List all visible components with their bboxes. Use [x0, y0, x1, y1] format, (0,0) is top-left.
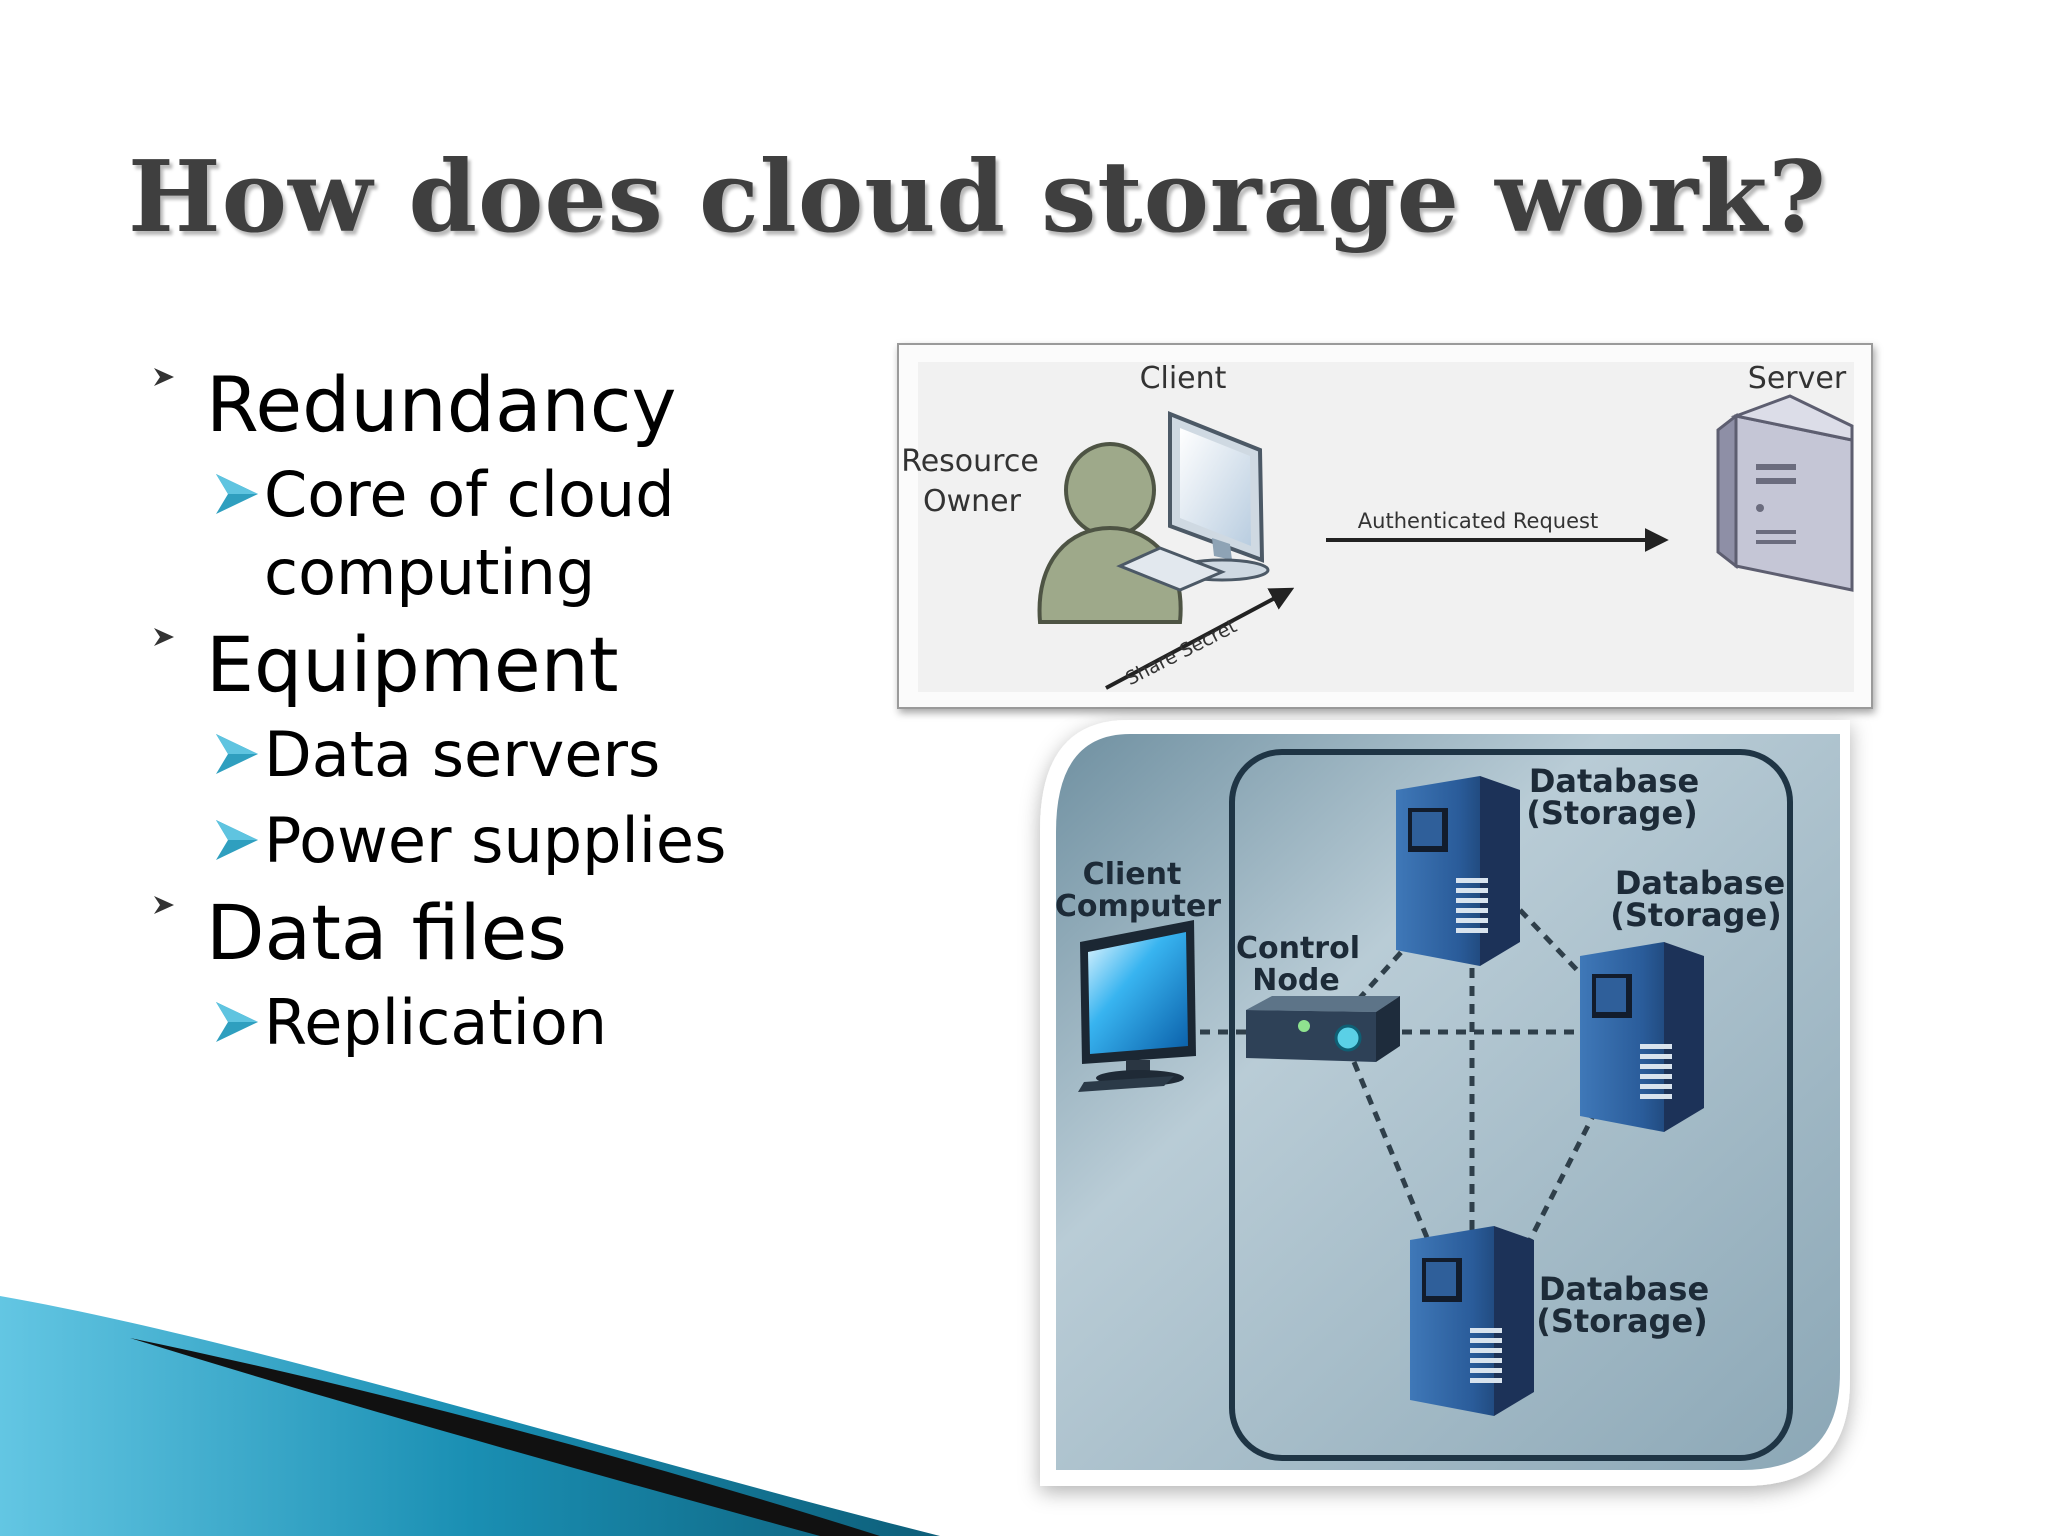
- client-computer-icon: [1078, 920, 1196, 1092]
- sub-bullet-label: Data servers: [264, 718, 661, 791]
- chevron-right-icon: [154, 896, 174, 914]
- arrow-right-icon: [216, 734, 258, 774]
- sub-bullet-item: Data servers: [150, 716, 850, 794]
- control-node-icon: [1246, 996, 1400, 1062]
- sub-bullet-label: Power supplies: [264, 804, 727, 877]
- figure-inner: [918, 362, 1854, 692]
- database-server-icon: [1580, 942, 1704, 1132]
- bullet-label: Data files: [206, 888, 567, 977]
- sub-bullet-label: Replication: [264, 986, 608, 1059]
- sub-bullet-item: Core of cloud computing: [150, 456, 850, 612]
- arrow-right-icon: [216, 474, 258, 514]
- arrow-right-icon: [216, 1002, 258, 1042]
- sub-bullet-item: Power supplies: [150, 802, 850, 880]
- database-storage-label: (Storage): [1536, 1302, 1708, 1340]
- resource-owner-label: Resource: [901, 444, 1039, 479]
- storage-cluster-frame: [1229, 749, 1793, 1461]
- person-icon: [1037, 442, 1183, 624]
- bullet-label: Redundancy: [206, 360, 677, 449]
- page-title: How does cloud storage work?: [128, 140, 1827, 255]
- bullet-label: Equipment: [206, 620, 619, 709]
- sub-bullet-label: Core of cloud computing: [264, 458, 675, 609]
- chevron-right-icon: [154, 368, 174, 386]
- control-node-label-2: Node: [1252, 963, 1340, 998]
- database-label: Database: [1529, 762, 1699, 800]
- database-storage-label: (Storage): [1610, 896, 1782, 934]
- client-computer-label-2: Computer: [1055, 889, 1221, 924]
- request-label: Authenticated Request: [1358, 509, 1598, 533]
- chevron-right-icon: [154, 628, 174, 646]
- control-node-label: Control: [1236, 931, 1360, 966]
- bullet-item: Equipment: [150, 620, 850, 710]
- database-label: Database: [1539, 1270, 1709, 1308]
- database-storage-label: (Storage): [1526, 794, 1698, 832]
- bullet-item: Data files: [150, 888, 850, 978]
- client-computer-icon: [1116, 411, 1270, 592]
- server-label: Server: [1748, 361, 1847, 396]
- sub-bullet-item: Replication: [150, 984, 850, 1062]
- client-computer-label: Client: [1083, 857, 1182, 892]
- bullet-item: Redundancy: [150, 360, 850, 450]
- bullet-list: Redundancy Core of cloud computing Equip…: [150, 360, 850, 1070]
- database-server-icon: [1410, 1226, 1534, 1416]
- database-server-icon: [1396, 776, 1520, 966]
- client-label: Client: [1140, 361, 1227, 396]
- resource-owner-label-2: Owner: [923, 484, 1022, 519]
- database-label: Database: [1615, 864, 1785, 902]
- secret-arrow: [1105, 587, 1295, 690]
- arrow-right-icon: [216, 820, 258, 860]
- server-icon: [1716, 394, 1854, 592]
